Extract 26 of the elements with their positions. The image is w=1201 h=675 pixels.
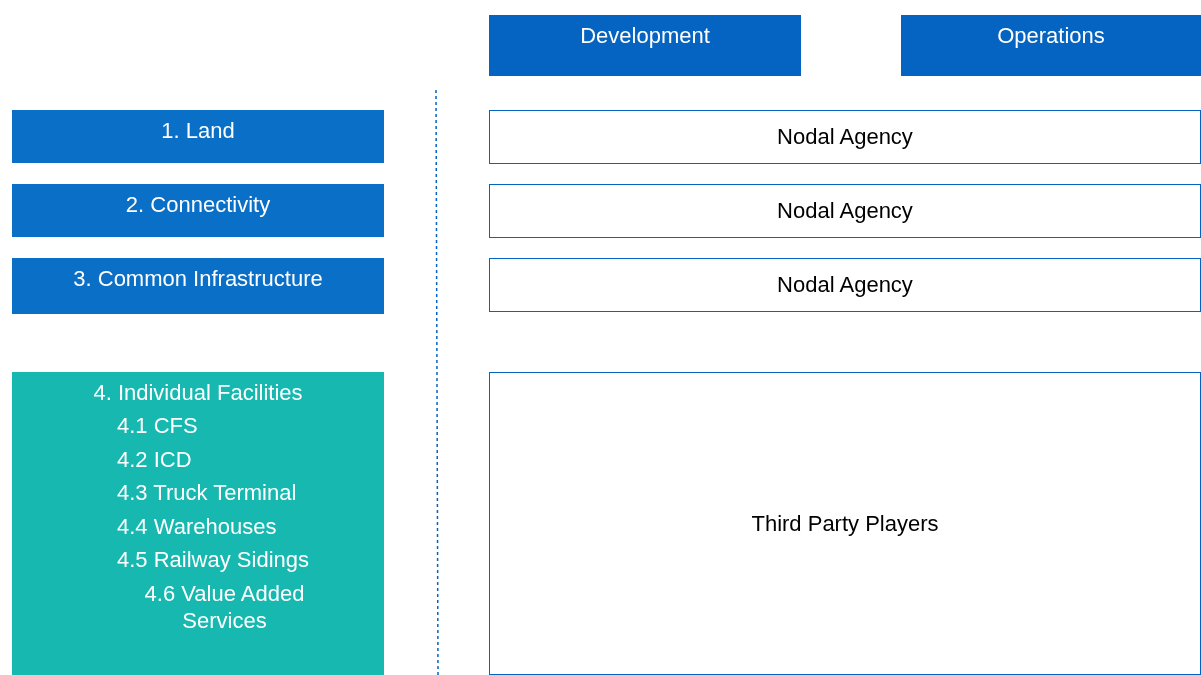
- item-label: 4.3 Truck Terminal: [117, 479, 298, 507]
- role-label: Nodal Agency: [777, 124, 913, 150]
- stage-label: 1. Land: [161, 118, 235, 144]
- item-label: 4.5 Railway Sidings: [117, 546, 310, 574]
- stage-label: 3. Common Infrastructure: [73, 266, 323, 292]
- header-box: [901, 15, 1201, 76]
- item-label: 4.2 ICD: [117, 445, 193, 473]
- item-label: 4.4 Warehouses: [117, 512, 278, 540]
- stage-box: [12, 258, 384, 314]
- role-label: Nodal Agency: [777, 198, 913, 224]
- item-label: 4.1 CFS: [117, 412, 199, 440]
- stage-box: [12, 184, 384, 237]
- stage-label: 2. Connectivity: [125, 192, 271, 218]
- role-box: [489, 110, 1201, 164]
- panel-heading: 4. Individual Facilities: [93, 380, 303, 406]
- role-label: Third Party Players: [751, 510, 939, 537]
- item-label: 4.6 Value Added Services: [143, 579, 306, 635]
- role-box: [489, 258, 1201, 312]
- facilities-panel: [12, 372, 384, 675]
- column-heading: Operations: [997, 23, 1105, 49]
- role-label: Nodal Agency: [777, 272, 913, 298]
- header-box: [489, 15, 801, 76]
- stage-box: [12, 110, 384, 163]
- role-box: [489, 184, 1201, 238]
- role-box: [489, 372, 1201, 675]
- column-heading: Development: [580, 23, 710, 49]
